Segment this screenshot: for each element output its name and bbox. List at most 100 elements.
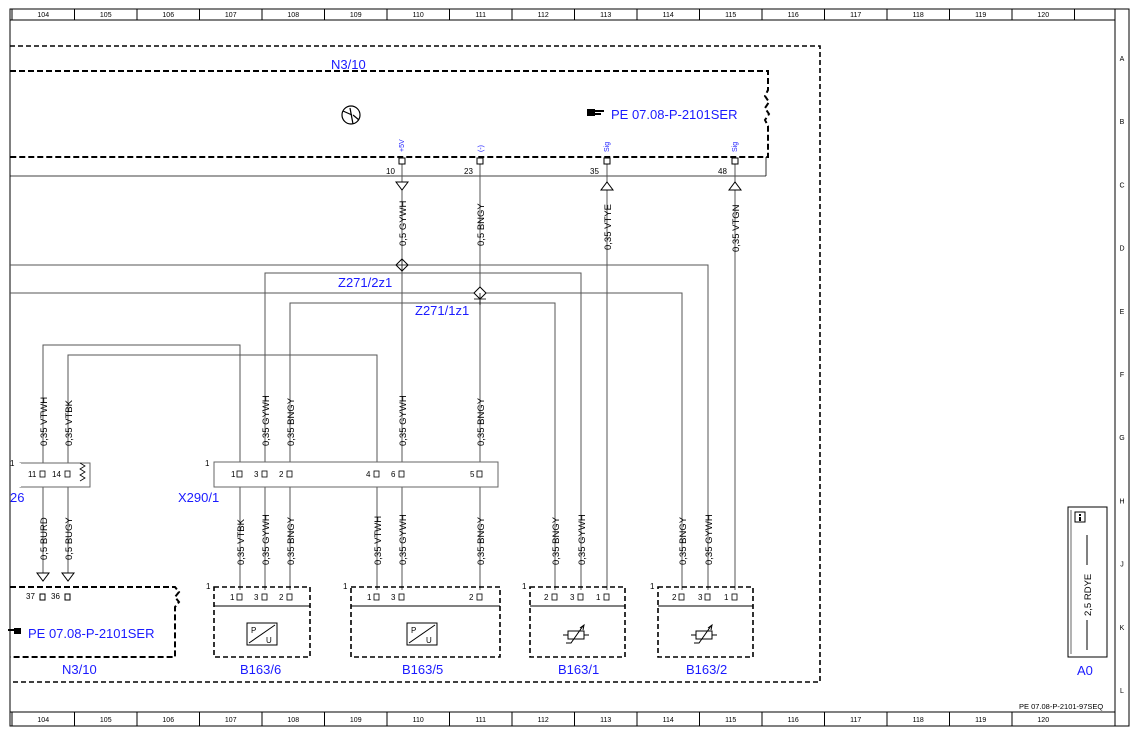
pin-label: 2 <box>469 593 474 602</box>
grid-column-label: 104 <box>37 12 49 19</box>
grid-column-label: 120 <box>1037 12 1049 19</box>
grid-row-label: H <box>1119 498 1124 505</box>
pin-label: 11 <box>28 470 37 479</box>
wire-label: 0,5 BUGY <box>64 517 75 560</box>
splice-z1-label: Z271/1z1 <box>415 303 469 318</box>
sensor-b163-2: 1 2 3 1 B163/2 <box>650 582 754 677</box>
grid-column-label: 120 <box>1037 717 1049 724</box>
grid-column-label: 119 <box>975 717 986 724</box>
grid-column-label: 117 <box>850 12 861 19</box>
document-id: PE 07.08-P-2101-97SEQ <box>1019 702 1103 711</box>
reference-hand-icon <box>587 109 604 116</box>
pin-label: 1 <box>10 459 15 468</box>
wire-label: 0,35 BNGY <box>476 397 487 446</box>
pin-label: 3 <box>391 593 396 602</box>
grid-column-label: 113 <box>600 12 611 19</box>
grid-column-label: 115 <box>725 12 736 19</box>
grid-column-label: 108 <box>287 12 299 19</box>
symbol-u: U <box>426 636 432 645</box>
pin-label: 2 <box>544 593 549 602</box>
signal-label-10: +5V <box>399 139 406 152</box>
pin-label: 4 <box>366 470 371 479</box>
pin-label: 36 <box>51 592 60 601</box>
grid-row-label: C <box>1119 182 1124 189</box>
wire-label: 0,35 GYWH <box>398 514 409 565</box>
grid-column-label: 117 <box>850 717 861 724</box>
pin-10: 10 <box>386 167 395 176</box>
wire-label: 0,35 VTBK <box>64 399 75 446</box>
n310-bottom-pin-label: 26 <box>10 490 24 505</box>
n310-bottom-unit: 37 36 PE 07.08-P-2101SER N3/10 <box>8 572 181 677</box>
wire-label: 0,35 GYWH <box>398 395 409 446</box>
grid-column-label: 116 <box>788 12 799 19</box>
wire-label: 0,35 GYWH <box>261 514 272 565</box>
grid-column-label: 108 <box>287 717 299 724</box>
symbol-u: U <box>266 636 272 645</box>
wire-label: 0,5 BURD <box>39 517 50 560</box>
grid-column-label: 112 <box>538 12 549 19</box>
wire-label: 0,35 VTWH <box>39 397 50 446</box>
wire-label: 0,35 VTYE <box>603 204 614 250</box>
wire-labels: 0,5 GYWH 0,5 BNGY 0,35 VTYE 0,35 VTGN 0,… <box>39 200 742 565</box>
pin-label: 1 <box>724 593 729 602</box>
splice-z2-label: Z271/2z1 <box>338 275 392 290</box>
signal-label-35: Sig <box>604 142 611 152</box>
grid-column-label: 118 <box>913 12 924 19</box>
b163-2-label: B163/2 <box>686 662 727 677</box>
grid-column-label: 107 <box>225 12 237 19</box>
wire-label: 0,35 GYWH <box>577 514 588 565</box>
symbol-p: P <box>251 626 256 635</box>
reference-bottom: PE 07.08-P-2101SER <box>28 626 154 641</box>
grid-column-label: 111 <box>475 717 486 724</box>
pin-label: 1 <box>230 593 235 602</box>
grid-column-label: 105 <box>100 12 112 19</box>
reference-top: PE 07.08-P-2101SER <box>611 107 737 122</box>
grid-column-label: 105 <box>100 717 112 724</box>
pin-35: 35 <box>590 167 599 176</box>
thermistor-icon <box>563 623 589 644</box>
sensor-b163-1: 1 2 3 1 B163/1 <box>522 582 626 677</box>
grid-column-label: 109 <box>350 12 362 19</box>
n310-top-unit: N3/10 PE 07.08-P-2101SER +5V (-) Sig Sig… <box>10 57 771 177</box>
pin-label: 6 <box>391 470 396 479</box>
grid-column-label: 114 <box>663 12 674 19</box>
grid-column-label: 106 <box>162 12 174 19</box>
a0-info-box: 2,5 RDYE A0 <box>1067 506 1108 678</box>
grid-row-label: J <box>1120 562 1124 569</box>
reference-hand-icon <box>8 628 21 634</box>
pin-label: 3 <box>254 593 259 602</box>
grid-column-label: 110 <box>413 717 424 724</box>
x290-connector: 1 1 3 2 4 6 5 X290/1 <box>178 459 499 505</box>
ecu-symbol-icon <box>341 105 361 125</box>
a0-wire-label: 2,5 RDYE <box>1083 574 1094 616</box>
pin-label: 2 <box>672 593 677 602</box>
grid-row-label: L <box>1120 688 1124 695</box>
grid-column-labels-top: 104 105 106 107 108 109 110 111 112 113 114 115 116 1… <box>37 12 1049 19</box>
pin-label: 3 <box>570 593 575 602</box>
pin-label: 2 <box>279 593 284 602</box>
grid-column-label: 106 <box>162 717 174 724</box>
wire-label: 0,35 BNGY <box>286 516 297 565</box>
wire-label: 0,35 BNGY <box>551 516 562 565</box>
signal-label-23: (-) <box>478 145 485 152</box>
grid-column-label: 111 <box>475 12 486 19</box>
grid-column-label: 109 <box>350 717 362 724</box>
grid-column-label: 118 <box>913 717 924 724</box>
pin-label: 37 <box>26 592 35 601</box>
wire-label: 0,35 BNGY <box>678 516 689 565</box>
wire-label: 0,5 BNGY <box>476 203 487 246</box>
pin-label: 1 <box>206 582 211 591</box>
n310-bottom-label: N3/10 <box>62 662 97 677</box>
pin-48: 48 <box>718 167 727 176</box>
pressure-sensor-icon: P U <box>246 622 278 646</box>
pin-label: 14 <box>52 470 61 479</box>
grid-column-ticks <box>11 9 1075 726</box>
wire-label: 0,35 VTGN <box>731 204 742 252</box>
grid-column-label: 114 <box>663 717 674 724</box>
grid-column-label: 110 <box>413 12 424 19</box>
pin-label: 5 <box>470 470 475 479</box>
wire-label: 0,35 BNGY <box>286 397 297 446</box>
grid-column-label: 116 <box>788 717 799 724</box>
splice-z2: Z271/2z1 <box>338 258 409 290</box>
